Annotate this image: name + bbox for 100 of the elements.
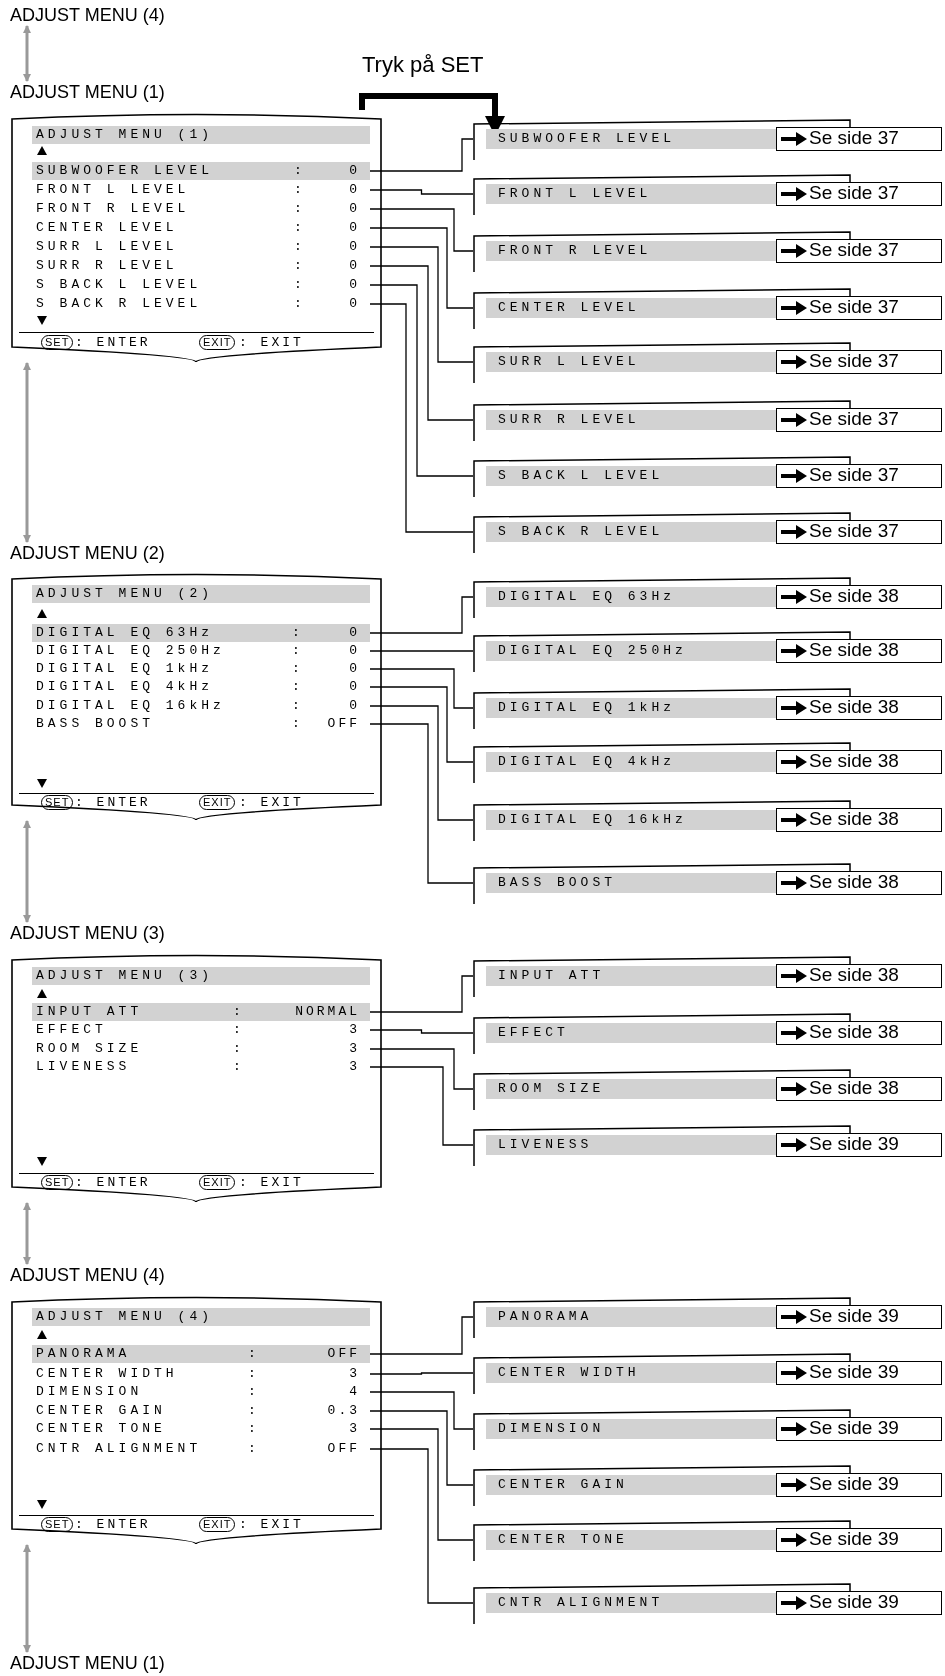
setting-value: 3 (349, 1366, 360, 1381)
footer-text: : EXIT (239, 1175, 304, 1191)
page-reference: Se side 37 (809, 296, 899, 318)
item-screen (473, 1352, 943, 1394)
page-reference: Se side 38 (809, 808, 899, 830)
setting-value: 0 (349, 679, 360, 694)
setting-name: CNTR ALIGNMENT (36, 1441, 202, 1456)
colon: : (292, 625, 300, 640)
setting-value: 0 (349, 201, 360, 216)
page-reference: Se side 39 (809, 1361, 899, 1383)
colon: : (292, 698, 300, 713)
setting-name: DIGITAL EQ 4kHz (36, 679, 214, 694)
setting-name: CENTER GAIN (36, 1403, 166, 1418)
leader-line (369, 1448, 474, 1604)
footer-text: : EXIT (239, 795, 304, 811)
setting-name: PANORAMA (36, 1346, 131, 1361)
double-arrow (23, 1202, 31, 1265)
item-screen (473, 118, 943, 160)
item-screen (473, 455, 943, 497)
setting-value: NORMAL (295, 1004, 360, 1019)
setting-value: 0 (349, 182, 360, 197)
colon: : (248, 1366, 256, 1381)
item-screen (473, 741, 943, 783)
highlighted-item-text: DIGITAL EQ 250Hz (486, 641, 776, 661)
item-screen (473, 1296, 943, 1338)
page-reference: Se side 38 (809, 639, 899, 661)
item-screen (473, 230, 943, 272)
item-screen (473, 862, 943, 904)
setting-value: 0 (349, 220, 360, 235)
page-reference: Se side 37 (809, 520, 899, 542)
double-arrow (23, 25, 31, 82)
setting-value: 3 (349, 1421, 360, 1436)
highlighted-item-text: CNTR ALIGNMENT (486, 1593, 776, 1613)
colon: : (294, 258, 302, 273)
item-screen (473, 576, 943, 618)
setting-name: LIVENESS (36, 1059, 131, 1074)
footer-text: : EXIT (239, 335, 304, 351)
setting-name: SUBWOOFER LEVEL (36, 163, 214, 178)
setting-value: 0 (349, 661, 360, 676)
double-arrow (23, 362, 31, 543)
setting-value: 3 (349, 1041, 360, 1056)
colon: : (248, 1384, 256, 1399)
highlighted-menu-row (32, 1003, 370, 1021)
highlighted-item-text: DIGITAL EQ 63Hz (486, 587, 776, 607)
page-reference: Se side 38 (809, 1021, 899, 1043)
colon: : (294, 220, 302, 235)
highlighted-item-text: INPUT ATT (486, 966, 776, 986)
highlighted-menu-row (32, 1345, 370, 1363)
page-reference: Se side 37 (809, 408, 899, 430)
screen-title: ADJUST MENU (1) (32, 126, 370, 144)
highlighted-menu-row (32, 162, 370, 180)
colon: : (292, 716, 300, 731)
setting-name: DIGITAL EQ 16kHz (36, 698, 225, 713)
colon: : (294, 239, 302, 254)
setting-value: 0 (349, 258, 360, 273)
item-screen (473, 1582, 943, 1624)
highlighted-item-text: DIGITAL EQ 4kHz (486, 752, 776, 772)
leader-line (369, 596, 474, 634)
colon: : (233, 1022, 241, 1037)
colon: : (248, 1403, 256, 1418)
footer-text: : ENTER (75, 795, 151, 811)
setting-name: BASS BOOST (36, 716, 154, 731)
highlighted-item-text: FRONT L LEVEL (486, 184, 776, 204)
colon: : (294, 277, 302, 292)
page-reference: Se side 38 (809, 696, 899, 718)
page-reference: Se side 38 (809, 750, 899, 772)
menu-heading: ADJUST MENU (3) (10, 922, 165, 944)
colon: : (294, 182, 302, 197)
item-screen (473, 687, 943, 729)
screen-title: ADJUST MENU (2) (32, 585, 370, 603)
setting-value: OFF (327, 716, 360, 731)
highlighted-item-text: BASS BOOST (486, 873, 776, 893)
page-reference: Se side 37 (809, 127, 899, 149)
leader-line (369, 1048, 474, 1090)
footer-text: : ENTER (75, 1175, 151, 1191)
highlighted-item-text: CENTER LEVEL (486, 298, 776, 318)
setting-value: 0.3 (327, 1403, 360, 1418)
highlighted-item-text: SURR R LEVEL (486, 410, 776, 430)
footer-text: : ENTER (75, 1517, 151, 1533)
item-screen (473, 1068, 943, 1110)
highlighted-item-text: CENTER GAIN (486, 1475, 776, 1495)
setting-value: 3 (349, 1022, 360, 1037)
highlighted-item-text: DIMENSION (486, 1419, 776, 1439)
highlighted-item-text: SUBWOOFER LEVEL (486, 129, 776, 149)
setting-value: 0 (349, 163, 360, 178)
colon: : (294, 201, 302, 216)
setting-value: 4 (349, 1384, 360, 1399)
leader-line (369, 227, 474, 309)
page-reference: Se side 39 (809, 1591, 899, 1613)
page-reference: Se side 37 (809, 464, 899, 486)
leader-line (369, 723, 474, 884)
page-reference: Se side 39 (809, 1473, 899, 1495)
highlighted-item-text: S BACK L LEVEL (486, 466, 776, 486)
page-reference: Se side 39 (809, 1133, 899, 1155)
item-screen (473, 399, 943, 441)
setting-value: 0 (349, 277, 360, 292)
double-arrow (23, 1544, 31, 1653)
highlighted-item-text: LIVENESS (486, 1135, 776, 1155)
page-reference: Se side 37 (809, 350, 899, 372)
highlighted-item-text: EFFECT (486, 1023, 776, 1043)
